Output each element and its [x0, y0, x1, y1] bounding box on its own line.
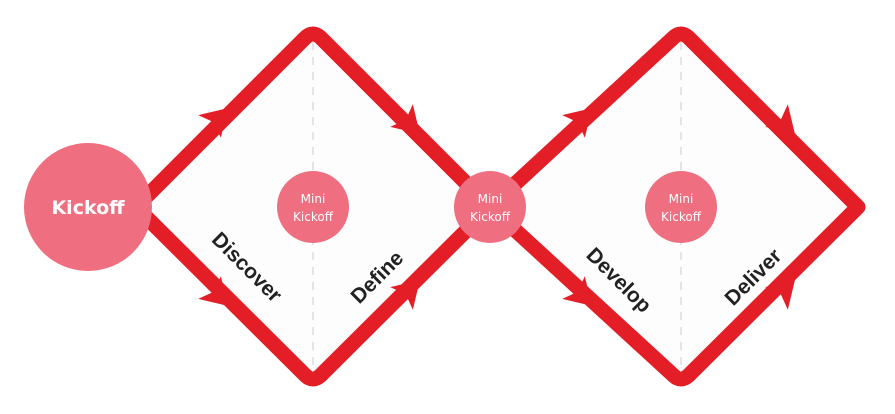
arrowhead-icon: [390, 280, 420, 310]
arrowhead-icon: [198, 108, 228, 138]
mini-kickoff-label-line2: Kickoff: [293, 210, 334, 224]
arrowhead-icon: [765, 104, 795, 134]
arrowhead-icon: [562, 276, 592, 306]
mini-kickoff-label-line2: Kickoff: [470, 210, 511, 224]
diamond-2-outline: [482, 26, 866, 387]
mini-kickoff-label-line1: Mini: [301, 192, 326, 206]
arrowhead-icon: [562, 108, 592, 138]
kickoff-label: Kickoff: [51, 197, 125, 219]
mini-kickoff-node-2: Mini Kickoff: [454, 171, 526, 243]
arrowhead-icon: [390, 104, 420, 134]
mini-kickoff-label-line1: Mini: [478, 192, 503, 206]
arrowhead-icon: [198, 276, 228, 306]
mini-kickoff-node-3: Mini Kickoff: [645, 171, 717, 243]
mini-kickoff-label-line2: Kickoff: [661, 210, 702, 224]
kickoff-node: Kickoff: [24, 143, 152, 271]
mini-kickoff-node-1: Mini Kickoff: [277, 171, 349, 243]
mini-kickoff-label-line1: Mini: [669, 192, 694, 206]
arrowhead-icon: [765, 280, 795, 310]
